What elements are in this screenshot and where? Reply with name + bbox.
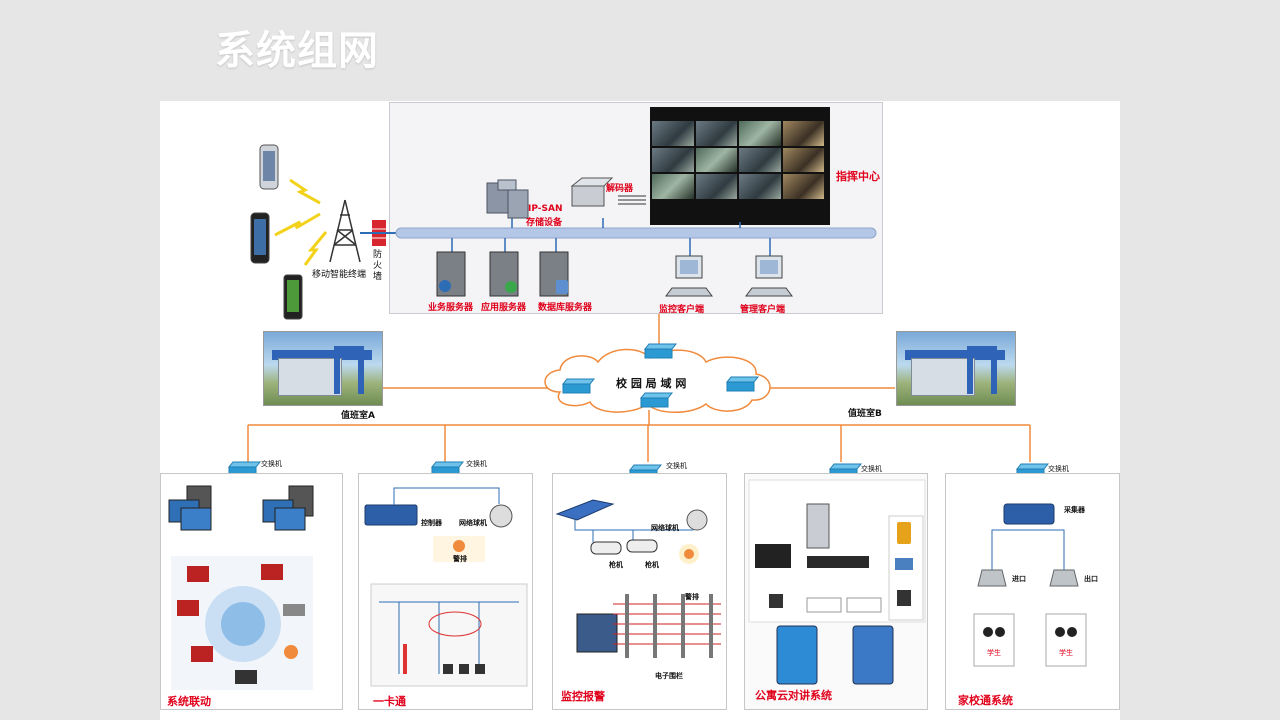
dome-camera-icon bbox=[489, 504, 513, 528]
panel-one-card: 控制器 网络球机 警排 一卡通 bbox=[358, 473, 533, 710]
panel-home-school: 采集器 进口 出口 学生 学生 家校通系统 bbox=[945, 473, 1120, 710]
switch-label: 交换机 bbox=[861, 465, 882, 473]
phone-icon bbox=[250, 212, 270, 264]
panel-title: 家校通系统 bbox=[958, 694, 1013, 707]
client-label: 管理客户端 bbox=[740, 305, 786, 315]
fence-label: 电子围栏 bbox=[655, 672, 683, 680]
storage-label: 存储设备 bbox=[526, 218, 563, 228]
alarm-light-icon bbox=[684, 549, 694, 559]
student-label: 学生 bbox=[1059, 649, 1073, 657]
decoder-icon bbox=[570, 177, 646, 207]
campus-lan-cloud bbox=[544, 348, 771, 413]
laptop-icon bbox=[895, 558, 913, 570]
duty-room-b-image bbox=[896, 331, 1016, 406]
dome-label: 网络球机 bbox=[459, 519, 487, 527]
dome-camera-icon bbox=[686, 509, 708, 531]
backbone-bus bbox=[395, 227, 877, 239]
duty-room-label: 值班室B bbox=[848, 409, 882, 419]
collector-label: 采集器 bbox=[1064, 506, 1085, 514]
workstation-icon bbox=[262, 485, 314, 531]
panel-title: 公寓云对讲系统 bbox=[755, 689, 832, 702]
client-label: 监控客户端 bbox=[659, 305, 705, 315]
switch-icon bbox=[227, 461, 262, 477]
intercom-video-screen bbox=[852, 625, 894, 685]
server-label: 业务服务器 bbox=[428, 303, 474, 313]
exit-label: 出口 bbox=[1084, 575, 1098, 583]
phone-icon bbox=[897, 522, 911, 544]
student-label: 学生 bbox=[987, 649, 1001, 657]
server-icon bbox=[436, 251, 466, 297]
admin-client-icon bbox=[745, 255, 793, 297]
antenna-tower-icon bbox=[329, 199, 361, 263]
gun-camera-label: 枪机 bbox=[609, 561, 623, 569]
monitor-client-icon bbox=[665, 255, 713, 297]
page-title: 系统组网 bbox=[215, 28, 379, 74]
firewall-label: 防火墙 bbox=[373, 250, 383, 282]
panel-title: 系统联动 bbox=[167, 695, 211, 708]
bullet-camera-icon bbox=[626, 539, 658, 553]
switch-icon bbox=[561, 378, 596, 394]
controller-label: 控制器 bbox=[421, 519, 442, 527]
exit-reader-icon bbox=[1049, 569, 1079, 587]
duty-room-label: 值班室A bbox=[341, 411, 375, 421]
intercom-app-screen bbox=[776, 625, 818, 685]
entry-reader-icon bbox=[977, 569, 1007, 587]
switch-label: 交换机 bbox=[466, 460, 487, 468]
panel-monitoring-alarm: 网络球机 枪机 枪机 警排 电子围栏 监控报警 bbox=[552, 473, 727, 710]
fence-post-icon bbox=[625, 594, 713, 658]
workstation-icon bbox=[168, 485, 212, 531]
switch-label: 交换机 bbox=[1048, 465, 1069, 473]
alarm-label: 警排 bbox=[685, 593, 699, 601]
panel-title: 一卡通 bbox=[373, 695, 406, 708]
server-label: 应用服务器 bbox=[481, 303, 527, 313]
panel-system-linkage: 系统联动 bbox=[160, 473, 343, 710]
switch-icon bbox=[725, 376, 760, 392]
bullet-camera-icon bbox=[590, 541, 622, 555]
panel-title: 监控报警 bbox=[561, 690, 605, 703]
decoder-label: 解码器 bbox=[606, 184, 634, 194]
switch-label: 交换机 bbox=[261, 460, 282, 468]
switch-label: 交换机 bbox=[666, 462, 687, 470]
duty-room-a-image bbox=[263, 331, 383, 406]
video-wall bbox=[650, 107, 830, 225]
command-center-label: 指挥中心 bbox=[836, 170, 880, 183]
storage-array-icon bbox=[486, 179, 529, 219]
switch-icon bbox=[643, 343, 678, 359]
door-station-icon bbox=[806, 503, 830, 549]
tablet-icon bbox=[897, 590, 911, 606]
dome-label: 网络球机 bbox=[651, 524, 679, 532]
nvr-icon bbox=[555, 499, 615, 521]
panel-apartment-intercom: 公寓云对讲系统 bbox=[744, 473, 928, 710]
server-label: 数据库服务器 bbox=[538, 303, 593, 313]
switch-icon bbox=[807, 556, 869, 568]
controller-icon bbox=[364, 504, 418, 526]
switch-icon bbox=[639, 392, 674, 408]
fence-host-icon bbox=[576, 613, 618, 653]
alarm-label: 警排 bbox=[453, 555, 467, 563]
server-icon bbox=[489, 251, 519, 297]
alarm-light-icon bbox=[453, 540, 465, 552]
campus-lan-label: 校 园 局 域 网 bbox=[616, 377, 687, 390]
mobile-terminal-label: 移动智能终端 bbox=[312, 270, 367, 280]
management-center-icon bbox=[755, 544, 791, 568]
entry-label: 进口 bbox=[1012, 575, 1026, 583]
gun-camera-label: 枪机 bbox=[645, 561, 659, 569]
phone-icon bbox=[283, 274, 303, 320]
phone-icon bbox=[259, 144, 279, 190]
collector-icon bbox=[1003, 503, 1055, 525]
pc-icon bbox=[769, 594, 783, 608]
server-icon bbox=[539, 251, 569, 297]
ipsan-label: IP-SAN bbox=[528, 204, 563, 214]
